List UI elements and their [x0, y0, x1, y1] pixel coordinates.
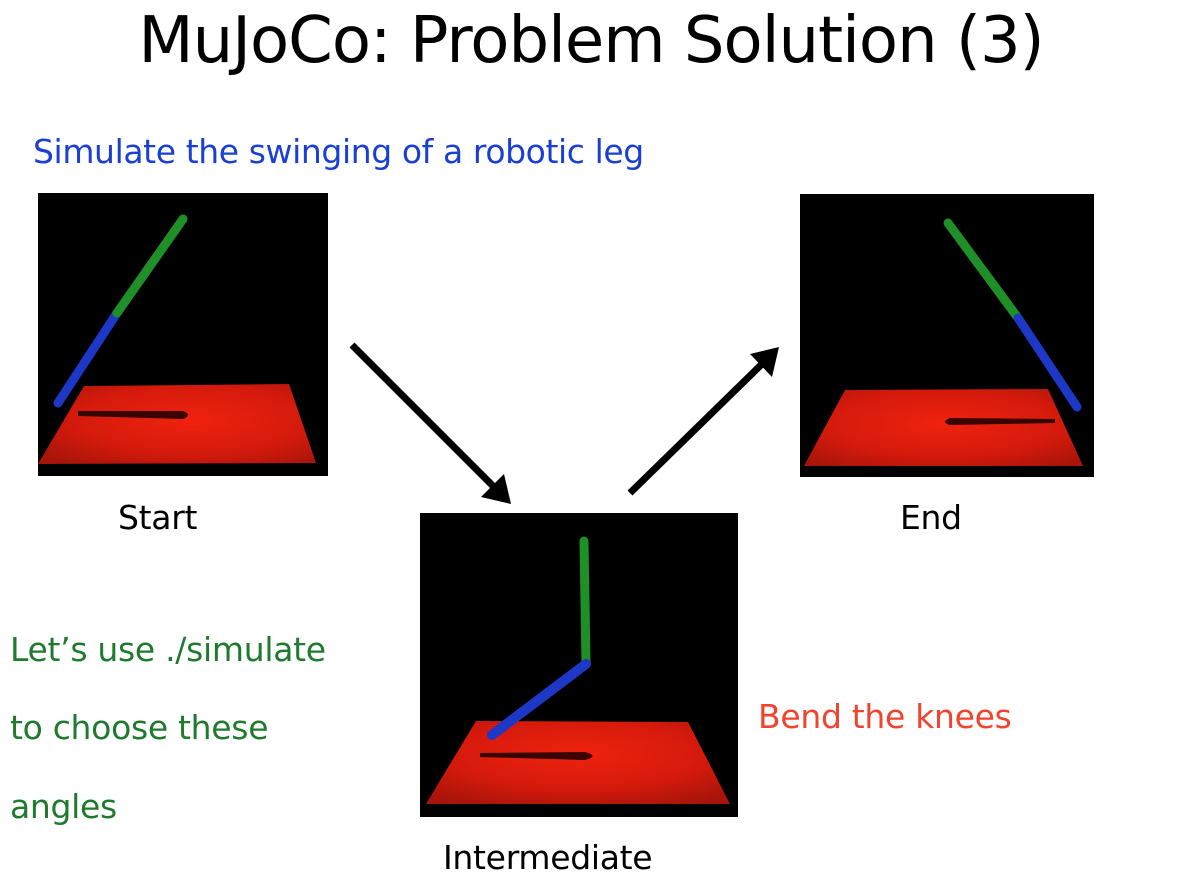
arrow-start-to-intermediate: [349, 342, 511, 504]
start-frame-image: [38, 193, 328, 476]
upper-leg-segment: [579, 536, 591, 669]
subtitle: Simulate the swinging of a robotic leg: [33, 132, 644, 171]
lower-leg-segment: [53, 308, 122, 408]
intermediate-frame-image: [420, 513, 738, 817]
start-caption: Start: [118, 498, 198, 537]
floor-plane: [38, 384, 316, 464]
leg-shadow: [78, 411, 188, 419]
upper-leg-segment: [112, 214, 188, 318]
arrow-intermediate-to-end: [627, 347, 779, 496]
upper-leg-segment: [943, 218, 1023, 323]
lower-leg-segment: [1013, 313, 1082, 412]
intermediate-leg-render: [426, 536, 730, 804]
bend-knees-note: Bend the knees: [758, 697, 1012, 736]
slide-title: MuJoCo: Problem Solution (3): [138, 4, 1044, 78]
leg-shadow: [480, 752, 593, 760]
end-frame-image: [800, 194, 1094, 477]
note-line: Let’s use ./simulate: [10, 630, 326, 669]
note-line: angles: [10, 787, 117, 826]
note-line: to choose these: [10, 708, 269, 747]
floor-plane: [426, 721, 730, 804]
start-leg-render: [38, 214, 316, 464]
intermediate-caption: Intermediate: [443, 838, 653, 877]
lower-leg-segment: [487, 659, 591, 740]
leg-shadow: [945, 418, 1055, 425]
end-caption: End: [900, 498, 962, 537]
floor-plane: [804, 389, 1083, 466]
end-leg-render: [804, 218, 1083, 466]
